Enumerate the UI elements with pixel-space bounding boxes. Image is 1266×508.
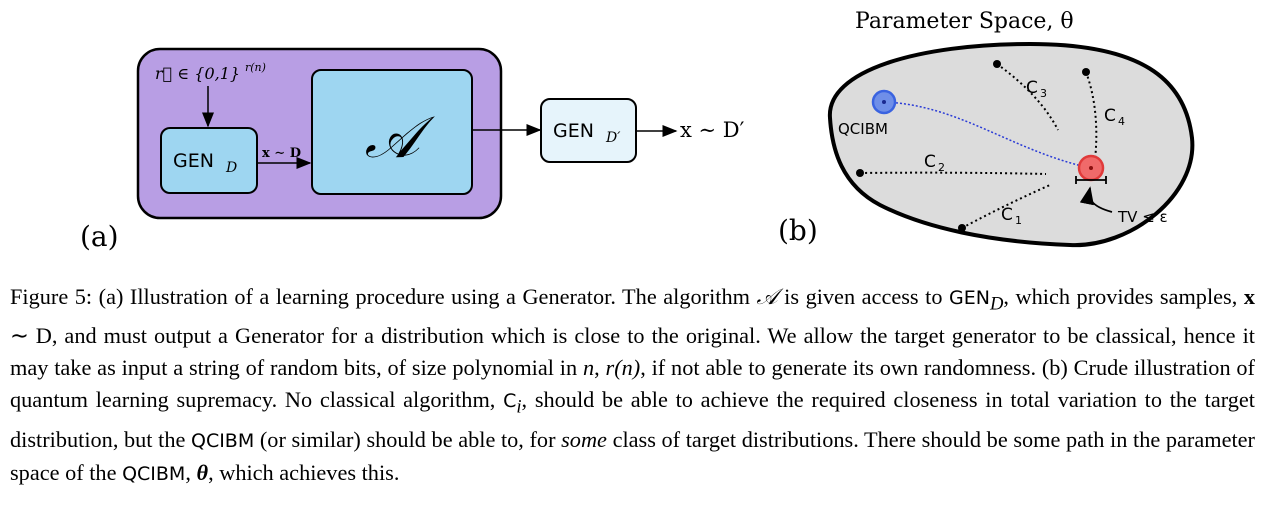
qcibm-path [883, 101, 1091, 169]
tv-label: TV ≤ ε [1117, 208, 1168, 226]
random-bits-label: r⃗ ∈ {0,1} [155, 64, 240, 83]
gen-d-label: GEN [173, 150, 214, 172]
caption-text-10: , [185, 459, 197, 485]
sample-label: x ∼ D [262, 146, 301, 161]
caption-text-8: (or similar) should be able to, for [254, 426, 562, 452]
c1-subscript: 1 [1015, 214, 1022, 227]
caption-ci-sub: i [516, 396, 522, 418]
caption-gen-sub: D [989, 293, 1004, 315]
caption-rn: r(n) [605, 355, 641, 381]
caption-text-4: ∼ D, and must output a Generator for a d… [10, 323, 1255, 381]
c2-path [859, 171, 1047, 175]
panel-b-label: (b) [778, 214, 818, 247]
c3-label: C [1026, 78, 1038, 98]
c4-label: C [1104, 106, 1116, 126]
algorithm-box [311, 69, 473, 195]
tolerance-bracket [1075, 176, 1107, 184]
caption-text-3: , which provides samples, [1003, 284, 1244, 309]
c4-subscript: 4 [1118, 115, 1125, 128]
target-dot [1089, 166, 1093, 170]
parameter-space-title: Parameter Space, θ [855, 9, 1074, 34]
caption-text-9: class of target distributions. There sho… [10, 426, 1255, 485]
caption-ci: C [503, 390, 517, 413]
panel-a: r⃗ ∈ {0,1} r(n) GEN D x ∼ D 𝒜 GEN D′ x ∼… [80, 47, 745, 253]
gen-dprime-subscript: D′ [605, 130, 621, 146]
random-bits-exponent: r(n) [245, 61, 266, 74]
caption-text-11: , which achieves this. [208, 459, 400, 485]
gen-d-box [160, 127, 258, 194]
caption-qcibm-2: QCIBM [122, 462, 186, 485]
gen-d-subscript: D [225, 160, 237, 176]
c1-label: C [1001, 205, 1013, 225]
caption-theta: θ [196, 459, 209, 485]
c2-label: C [924, 152, 936, 172]
figure-graphics: r⃗ ∈ {0,1} r(n) GEN D x ∼ D 𝒜 GEN D′ x ∼… [80, 9, 1195, 253]
caption-some: some [561, 426, 607, 452]
caption-n: n [582, 355, 595, 381]
parameter-space-region [827, 41, 1195, 248]
qcibm-start-dot [882, 100, 886, 104]
tolerance-arrow [1079, 186, 1113, 213]
panel-a-label: (a) [80, 220, 119, 253]
c3-path [996, 63, 1059, 131]
caption-text-1: Figure 5: (a) Illustration of a learning… [10, 284, 757, 309]
gen-dprime-box [540, 98, 637, 163]
figure-caption: Figure 5: (a) Illustration of a learning… [10, 281, 1255, 490]
caption-qcibm-1: QCIBM [190, 429, 255, 452]
qcibm-label: QCIBM [838, 120, 888, 138]
c2-subscript: 2 [938, 161, 945, 174]
caption-text-7: , should be able to achieve the required… [10, 387, 1255, 452]
c3-subscript: 3 [1040, 87, 1047, 100]
panel-b: Parameter Space, θ C 3 C 4 C 2 C 1 QCIBM [778, 9, 1195, 248]
caption-algorithm: 𝒜 [756, 284, 778, 309]
gen-dprime-label: GEN [553, 120, 594, 142]
caption-text-5: , [594, 355, 606, 381]
output-sample-label: x ∼ D′ [680, 118, 745, 142]
caption-gen: GEN [949, 287, 990, 309]
caption-x: x [1243, 284, 1255, 309]
caption-text-6: , if not able to generate its own random… [10, 355, 1255, 413]
caption-text-2: is given access to [777, 284, 950, 309]
